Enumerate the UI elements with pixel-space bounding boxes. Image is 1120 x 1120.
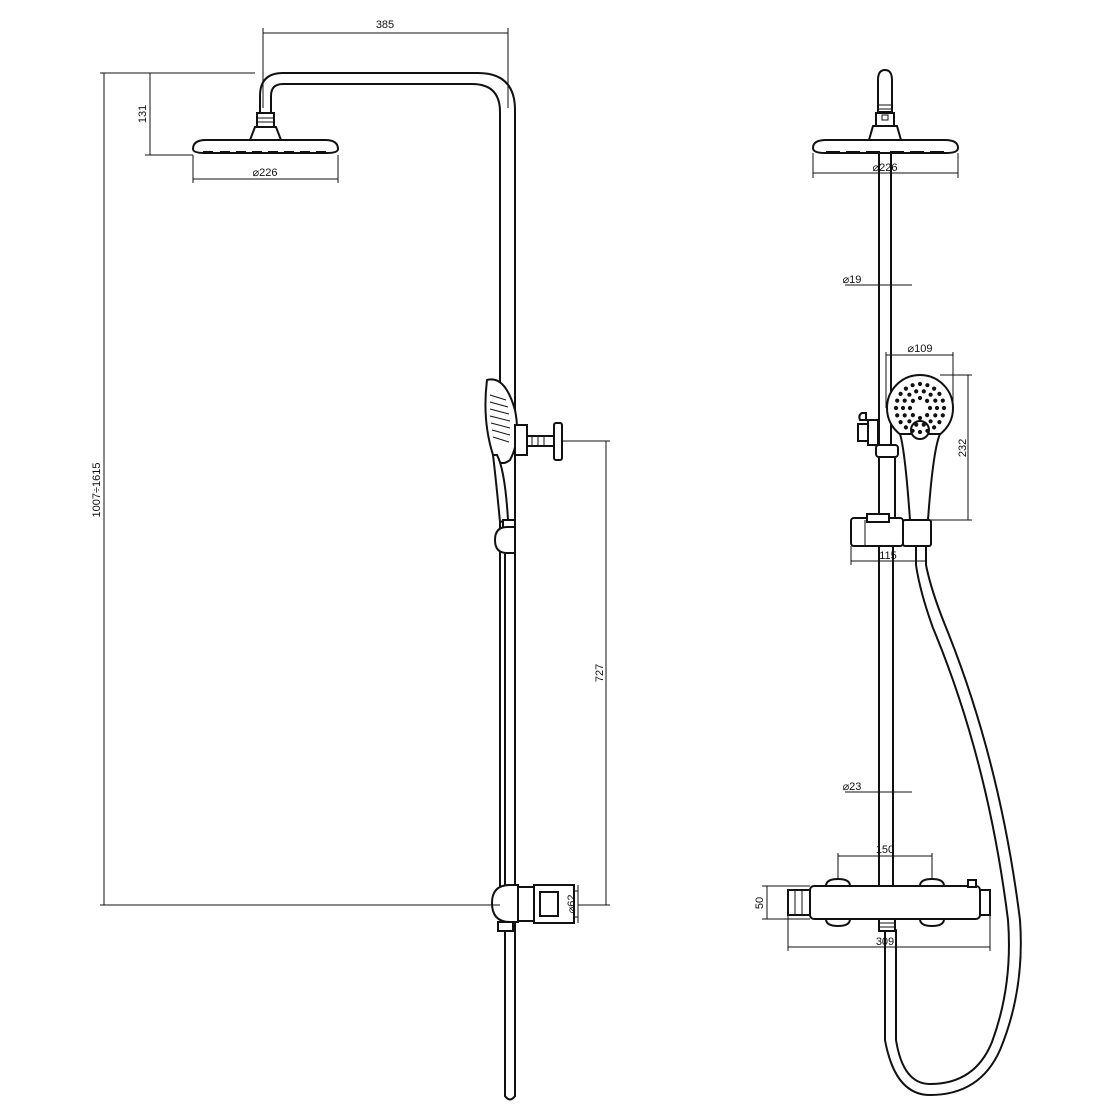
hand-nozzle [907, 405, 913, 411]
front-view: ⌀226 ⌀19 ⌀109 232 115 ⌀23 [754, 68, 1022, 1096]
hand-nozzle [937, 391, 942, 396]
hand-nozzle [932, 425, 937, 430]
hand-nozzle [927, 405, 933, 411]
side-hand-shower-head [484, 378, 519, 465]
side-wall-plate [553, 422, 563, 461]
front-hand-handle [898, 433, 942, 521]
dim-hand-shower-height-label: 727 [594, 664, 606, 682]
dim-holder-offset-label: 115 [879, 550, 897, 562]
dim-height-range-label: 1007÷1615 [91, 463, 103, 518]
dim-valve-height-label: 50 [754, 897, 766, 909]
dim-side-head-diameter-label: ⌀226 [253, 167, 278, 179]
hand-nozzle [895, 413, 900, 418]
dim-arm-length-label: 385 [376, 19, 394, 31]
side-hand-nozzles [489, 394, 511, 443]
hand-nozzle [925, 398, 930, 403]
hand-nozzle [917, 381, 923, 387]
dim-head-drop-label: 131 [137, 105, 149, 123]
hand-nozzle [925, 383, 930, 388]
hand-nozzle [940, 398, 945, 403]
side-head-connector [256, 112, 275, 128]
hand-nozzle [937, 420, 942, 425]
hand-nozzle [914, 422, 919, 427]
dim-outlet-diameter-label: ⌀62 [566, 895, 578, 914]
dim-side-head-diameter: ⌀226 [192, 155, 339, 183]
hand-nozzle [921, 422, 926, 427]
hand-nozzle [933, 413, 938, 418]
hand-nozzle [934, 405, 940, 411]
dim-hand-shower-height: 727 [562, 440, 610, 906]
dim-upper-rail-label: ⌀19 [843, 274, 862, 286]
hand-nozzle [903, 425, 909, 430]
hand-nozzle [910, 383, 915, 388]
front-valve-outlet [878, 918, 896, 932]
dim-front-head-diameter: ⌀226 [812, 153, 959, 178]
dim-valve-height: 50 [754, 885, 810, 920]
hand-nozzle [903, 386, 909, 391]
hand-nozzle [907, 392, 912, 397]
hand-nozzle [900, 405, 906, 411]
front-hand-nozzles [893, 381, 947, 435]
front-valve-body [809, 885, 981, 920]
front-head-nozzles [826, 151, 944, 154]
hand-nozzle [940, 413, 945, 418]
dim-valve-width-label: 309 [876, 936, 894, 948]
hand-nozzle [917, 429, 923, 435]
dim-height-range: 1007÷1615 [91, 72, 500, 906]
dim-valve-centers-label: 150 [876, 844, 894, 856]
dim-lower-rail-label: ⌀23 [843, 781, 862, 793]
dim-hand-head-label: ⌀109 [908, 343, 933, 355]
hand-nozzle [933, 398, 938, 403]
dim-upper-rail: ⌀19 [843, 274, 912, 286]
front-valve-left-knob [787, 889, 811, 916]
hand-nozzle [941, 405, 947, 411]
dim-front-head-diameter-label: ⌀226 [873, 162, 898, 174]
side-riser-pipe-inner [259, 72, 516, 906]
dim-arm-length: 385 [262, 19, 509, 108]
dim-valve-width: 309 [787, 915, 991, 951]
dim-hand-head: ⌀109 [885, 343, 954, 408]
hand-nozzle [910, 413, 916, 418]
front-shower-head [811, 139, 960, 154]
hand-nozzle [907, 419, 912, 424]
dim-lower-rail: ⌀23 [843, 781, 912, 793]
side-hand-handle [491, 454, 510, 524]
front-hose [884, 545, 1022, 1096]
side-head-nozzles [203, 151, 326, 154]
side-mixer-body [490, 884, 519, 923]
side-riser-pipe [270, 83, 501, 906]
hand-nozzle [925, 428, 930, 433]
hand-nozzle [928, 392, 933, 397]
dim-holder-offset: 115 [850, 546, 926, 565]
hand-nozzle [910, 398, 916, 403]
dim-outlet-diameter: ⌀62 [566, 885, 579, 923]
dim-hand-length: 232 [930, 374, 972, 521]
hand-nozzle [928, 419, 933, 424]
hand-nozzle [910, 428, 915, 433]
front-top-cap [877, 68, 893, 113]
hand-nozzle [902, 398, 907, 403]
side-head-neck [248, 126, 283, 141]
side-wall-bracket [514, 424, 528, 456]
side-view: 385 131 ⌀226 1007÷1615 727 [91, 19, 610, 1101]
hand-nozzle [932, 386, 937, 391]
dim-hand-length-label: 232 [957, 439, 969, 457]
front-valve-right-knob [979, 889, 991, 916]
hand-nozzle [917, 415, 923, 421]
hand-nozzle [902, 413, 907, 418]
hand-nozzle [898, 420, 903, 425]
side-shower-head [191, 139, 340, 154]
dim-valve-centers: 150 [837, 844, 933, 879]
hand-nozzle [895, 398, 900, 403]
hand-nozzle [921, 389, 926, 394]
hand-nozzle [917, 395, 923, 401]
front-wall-bracket [867, 419, 879, 446]
hand-nozzle [898, 391, 903, 396]
hand-nozzle [914, 389, 919, 394]
hand-nozzle [893, 405, 899, 411]
hand-nozzle [925, 413, 930, 418]
side-holder-ball [493, 526, 516, 554]
